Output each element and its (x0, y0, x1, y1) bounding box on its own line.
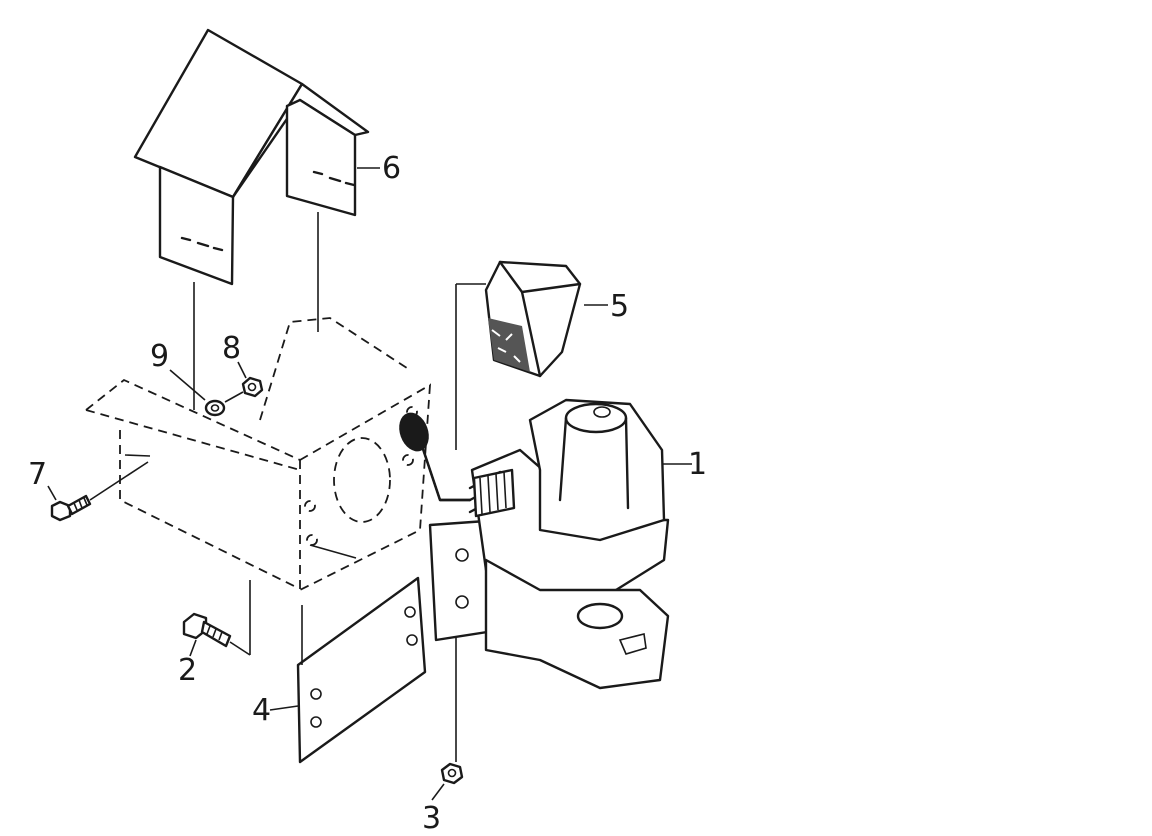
part-6-cover (133, 28, 370, 410)
part-5-rubber-block (455, 260, 582, 450)
callout-5: 5 (610, 289, 629, 324)
callout-6: 6 (382, 151, 401, 186)
part-9-washer (204, 399, 226, 417)
callout-2: 2 (178, 653, 197, 688)
part-2-bolt (182, 580, 251, 656)
part-1-hitch (399, 398, 670, 690)
mounting-bracket (85, 317, 432, 591)
callout-4: 4 (252, 693, 271, 728)
part-4-plate (296, 576, 427, 764)
callout-1: 1 (688, 447, 707, 482)
callout-7: 7 (28, 457, 47, 492)
part-7-bolt (50, 461, 149, 522)
callout-8: 8 (222, 331, 241, 366)
leader-lines (47, 167, 692, 801)
callout-9: 9 (150, 339, 169, 374)
part-8-nut (224, 376, 264, 403)
callout-3: 3 (422, 801, 441, 836)
